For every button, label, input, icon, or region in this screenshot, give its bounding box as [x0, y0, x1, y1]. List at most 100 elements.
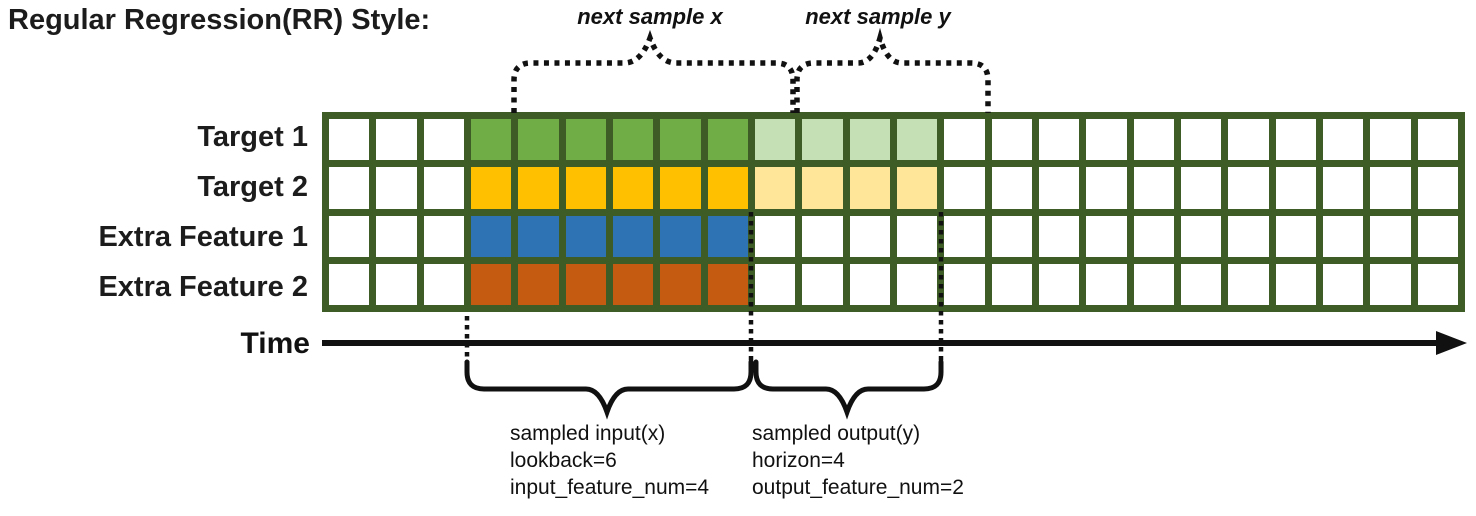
grid-cell-r2-c13	[896, 167, 938, 209]
sampled-output-title: sampled output(y)	[752, 422, 921, 445]
sampled-input-brace	[464, 359, 754, 420]
grid-cell-r1-c12	[849, 119, 890, 161]
grid-cell-r1-c3	[423, 119, 464, 161]
grid-cell-r2-c24	[1417, 167, 1458, 209]
grid-cell-r3-c8	[660, 215, 701, 257]
grid-cell-r4-c9	[707, 263, 748, 305]
next-sample-y-brace	[794, 27, 991, 113]
grid-cell-r3-c3	[423, 215, 464, 257]
grid-cell-r2-c9	[707, 167, 748, 209]
grid-cell-r4-c4	[470, 263, 512, 305]
time-axis-label: Time	[240, 327, 310, 360]
grid-cell-r1-c5	[518, 119, 559, 161]
row-labels: Target 1 Target 2 Extra Feature 1 Extra …	[0, 112, 308, 312]
grid-cell-r4-c15	[991, 263, 1032, 305]
grid-cell-r2-c21	[1275, 167, 1316, 209]
grid-cell-r3-c4	[470, 215, 512, 257]
row-label-extra-feature-2: Extra Feature 2	[98, 270, 308, 303]
grid-cell-r3-c19	[1180, 215, 1222, 257]
row-label-target-2: Target 2	[197, 170, 308, 203]
sampled-output-note: sampled output(y) horizon=4 output_featu…	[752, 420, 964, 501]
grid-cell-r2-c18	[1133, 167, 1174, 209]
grid-cell-r1-c13	[896, 119, 938, 161]
grid-cell-r2-c6	[565, 167, 606, 209]
grid-cell-r1-c24	[1417, 119, 1458, 161]
grid-cell-r2-c5	[518, 167, 559, 209]
grid-cell-r2-c8	[660, 167, 701, 209]
grid-cell-r1-c4	[470, 119, 512, 161]
sampled-input-note: sampled input(x) lookback=6 input_featur…	[510, 420, 709, 501]
grid-cell-r2-c2	[376, 167, 417, 209]
grid-cell-r2-c3	[423, 167, 464, 209]
grid-cell-r3-c9	[707, 215, 748, 257]
grid-cell-r1-c2	[376, 119, 417, 161]
grid-cell-r4-c20	[1228, 263, 1269, 305]
grid-cell-r4-c8	[660, 263, 701, 305]
grid-cell-r1-c9	[707, 119, 748, 161]
grid-cell-r4-c3	[423, 263, 464, 305]
grid-cell-r2-c15	[991, 167, 1032, 209]
next-sample-x-label: next sample x	[577, 4, 723, 29]
next-sample-x-brace	[511, 29, 796, 113]
grid-cell-r1-c22	[1322, 119, 1364, 161]
grid-cell-r4-c12	[849, 263, 890, 305]
grid-cell-r1-c15	[991, 119, 1032, 161]
grid-cell-r1-c1	[329, 119, 370, 161]
diagram-title: Regular Regression(RR) Style:	[8, 4, 431, 36]
grid-cell-r3-c24	[1417, 215, 1458, 257]
grid-cell-r3-c22	[1322, 215, 1364, 257]
grid-cell-r1-c21	[1275, 119, 1316, 161]
grid-cell-r2-c16	[1038, 167, 1080, 209]
grid-cell-r3-c15	[991, 215, 1032, 257]
grid-cell-r1-c19	[1180, 119, 1222, 161]
next-sample-y-label: next sample y	[805, 4, 951, 29]
grid-cell-r2-c19	[1180, 167, 1222, 209]
grid-cell-r3-c10	[754, 215, 796, 257]
lookback-value: lookback=6	[510, 449, 617, 472]
grid-cell-r4-c7	[612, 263, 654, 305]
grid-cell-r3-c14	[944, 215, 985, 257]
grid-cell-r1-c8	[660, 119, 701, 161]
grid-cell-r2-c11	[802, 167, 843, 209]
grid-cell-r3-c17	[1086, 215, 1127, 257]
time-axis-arrowhead	[1436, 331, 1467, 355]
grid-cell-r4-c14	[944, 263, 985, 305]
grid-cell-r1-c18	[1133, 119, 1174, 161]
grid-cell-r2-c23	[1370, 167, 1411, 209]
grid-cell-r2-c20	[1228, 167, 1269, 209]
grid-cell-r2-c17	[1086, 167, 1127, 209]
grid-cell-r2-c12	[849, 167, 890, 209]
grid-cell-r4-c19	[1180, 263, 1222, 305]
grid-cell-r3-c11	[802, 215, 843, 257]
grid-cell-r3-c5	[518, 215, 559, 257]
sampled-output-brace	[753, 359, 944, 420]
horizon-value: horizon=4	[752, 449, 845, 472]
grid-cell-r4-c13	[896, 263, 938, 305]
grid-cell-r4-c18	[1133, 263, 1174, 305]
grid-cell-r3-c16	[1038, 215, 1080, 257]
row-label-target-1: Target 1	[197, 120, 308, 153]
grid-cell-r4-c6	[565, 263, 606, 305]
grid-cell-r1-c10	[754, 119, 796, 161]
grid-cell-r4-c21	[1275, 263, 1316, 305]
grid-cell-r2-c22	[1322, 167, 1364, 209]
grid-cell-r1-c23	[1370, 119, 1411, 161]
grid-cell-r3-c6	[565, 215, 606, 257]
grid-cell-r4-c24	[1417, 263, 1458, 305]
grid-cell-r3-c23	[1370, 215, 1411, 257]
grid-cell-r1-c17	[1086, 119, 1127, 161]
grid-cell-r1-c14	[944, 119, 985, 161]
grid-cell-r4-c16	[1038, 263, 1080, 305]
output-feature-num-value: output_feature_num=2	[752, 476, 964, 499]
grid-cell-r2-c10	[754, 167, 796, 209]
grid-cell-r1-c11	[802, 119, 843, 161]
grid-cell-r4-c22	[1322, 263, 1364, 305]
row-label-extra-feature-1: Extra Feature 1	[98, 220, 308, 253]
grid-cell-r4-c11	[802, 263, 843, 305]
timeseries-grid	[322, 112, 1465, 312]
grid-cell-r1-c7	[612, 119, 654, 161]
grid-cell-r2-c7	[612, 167, 654, 209]
grid-cell-r3-c1	[329, 215, 370, 257]
input-feature-num-value: input_feature_num=4	[510, 476, 710, 499]
